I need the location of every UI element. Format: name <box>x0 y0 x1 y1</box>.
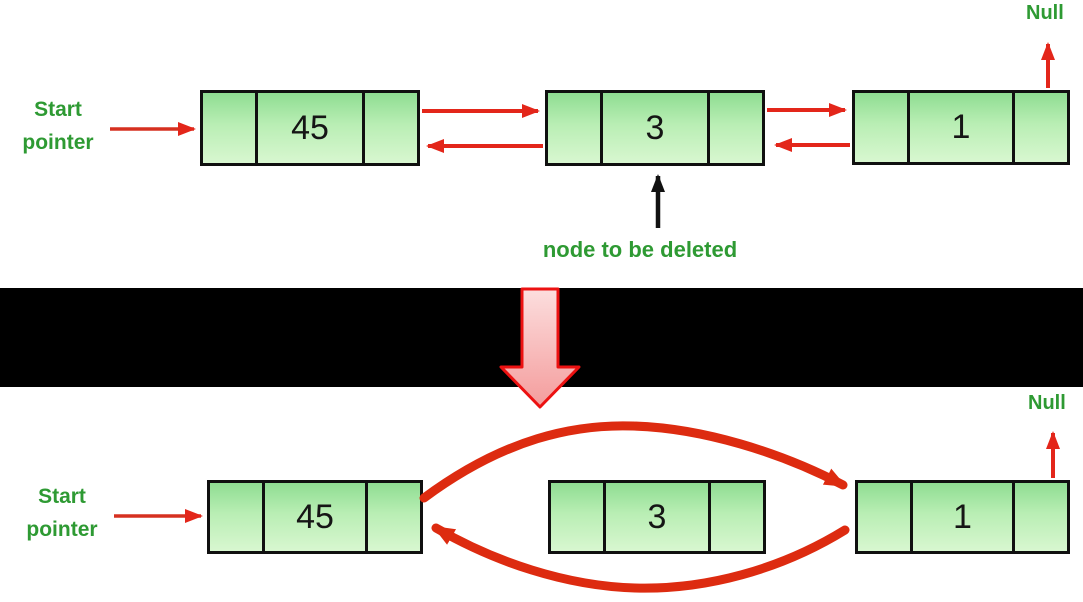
next-pointer-cell <box>707 93 762 163</box>
start-pointer-label-after: Start pointer <box>26 485 98 541</box>
next-pointer-cell <box>708 483 763 551</box>
node-value: 1 <box>953 497 972 536</box>
next-pointer-cell <box>365 483 420 551</box>
node-to-be-deleted-label: node to be deleted <box>542 237 738 262</box>
node-value: 45 <box>291 108 329 147</box>
next-pointer-cell <box>1012 93 1067 162</box>
next-pointer-cell <box>1012 483 1067 551</box>
prev-pointer-cell <box>210 483 265 551</box>
list-node-3-before: 3 <box>545 90 765 166</box>
node-value: 1 <box>951 108 971 146</box>
null-label-after: Null <box>1028 392 1066 414</box>
list-node-3-after: 3 <box>548 480 766 554</box>
list-node-1-after: 1 <box>855 480 1070 554</box>
start-pointer-label-before: Start pointer <box>22 98 94 154</box>
node-value: 45 <box>296 497 334 536</box>
prev-pointer-cell <box>203 93 258 163</box>
prev-pointer-cell <box>855 93 910 162</box>
next-pointer-cell <box>362 93 417 163</box>
prev-pointer-cell <box>551 483 606 551</box>
null-label-before: Null <box>1026 2 1064 24</box>
prev-pointer-cell <box>548 93 603 163</box>
list-node-45-before: 45 <box>200 90 420 166</box>
node-value: 3 <box>645 108 665 147</box>
transition-band <box>0 288 1083 387</box>
list-node-45-after: 45 <box>207 480 423 554</box>
node-value: 3 <box>647 497 667 536</box>
list-node-1-before: 1 <box>852 90 1070 165</box>
prev-pointer-cell <box>858 483 913 551</box>
